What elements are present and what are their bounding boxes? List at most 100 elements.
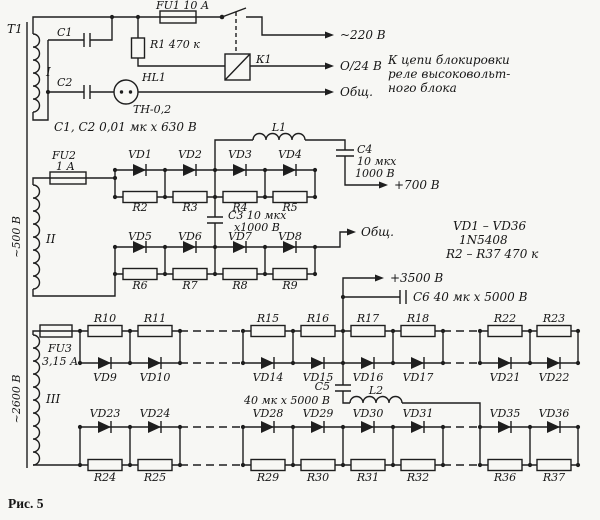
label-vd9: VD9 (93, 371, 117, 384)
inductor-l2-symbol (349, 395, 403, 404)
note-diode-type: 1N5408 (459, 233, 508, 247)
label-r36: R36 (493, 471, 516, 484)
label-hl1: HL1 (141, 71, 166, 84)
label-vd2: VD2 (178, 148, 202, 161)
label-r11: R11 (143, 312, 166, 325)
label-vd15: VD15 (303, 371, 334, 384)
label-r7: R7 (181, 279, 197, 292)
label-r9: R9 (281, 279, 297, 292)
label-out-common-top: Общ. (340, 85, 373, 99)
arrow-220v (325, 31, 334, 39)
label-l2: L2 (368, 384, 383, 397)
label-l1: L1 (271, 121, 286, 134)
label-hl1-type: ТН-0,2 (133, 103, 171, 116)
label-r17: R17 (356, 312, 379, 325)
capacitor-c5-symbol (335, 384, 351, 392)
label-r2: R2 (131, 201, 147, 214)
arrow-common-mid (347, 228, 356, 236)
label-vd21: VD21 (490, 371, 521, 384)
mid-resistor-rows (122, 190, 308, 281)
label-c5-value: 40 мк х 5000 В (243, 394, 330, 407)
label-r5: R5 (281, 201, 297, 214)
mid-diode-row-2 (133, 241, 297, 253)
label-fu2: FU2 (51, 149, 76, 162)
label-winding-iii: III (45, 392, 60, 406)
note-blocking-2: реле высоковольт- (388, 67, 510, 81)
label-c5: С5 (315, 380, 330, 393)
label-r6: R6 (131, 279, 147, 292)
label-vd6: VD6 (178, 230, 202, 243)
label-2600v: ~2600 В (10, 375, 23, 424)
fuse-fu3-symbol (39, 324, 73, 338)
arrow-700v (379, 181, 388, 189)
label-c4-value: 10 мкх (357, 155, 397, 168)
label-r22: R22 (493, 312, 516, 325)
note-c1c2: С1, С2 0,01 мк х 630 В (54, 120, 197, 134)
label-fu1: FU1 10 А (155, 0, 209, 12)
figure-caption: Рис. 5 (8, 496, 44, 511)
label-r16: R16 (306, 312, 329, 325)
capacitor-c2-symbol (83, 85, 91, 99)
label-vd14: VD14 (253, 371, 284, 384)
label-r1: R1 470 к (149, 38, 200, 51)
label-r37: R37 (542, 471, 565, 484)
hv-diode-row-2 (98, 421, 561, 433)
label-fu3: FU3 (47, 342, 72, 355)
label-vd7: VD7 (228, 230, 252, 243)
label-vd16: VD16 (353, 371, 384, 384)
label-winding-ii: II (45, 232, 56, 246)
label-vd30: VD30 (353, 407, 384, 420)
label-r8: R8 (231, 279, 247, 292)
label-r10: R10 (93, 312, 116, 325)
label-r15: R15 (256, 312, 279, 325)
junction-dots (45, 14, 581, 468)
relay-k1-symbol (224, 53, 251, 81)
label-vd4: VD4 (278, 148, 302, 161)
note-diodes: VD1 – VD36 (453, 219, 526, 233)
arrow-common-top (325, 88, 334, 96)
label-500v: ~500 В (10, 216, 23, 258)
label-c1: С1 (57, 26, 72, 39)
inductor-l1-symbol (252, 132, 306, 141)
transformer-t1 (26, 22, 41, 468)
label-c4-voltage: 1000 В (355, 167, 395, 180)
hv-resistor-rows (87, 324, 572, 472)
arrow-3500v (375, 274, 384, 282)
label-vd1: VD1 (128, 148, 152, 161)
label-vd3: VD3 (228, 148, 252, 161)
arrow-24v (325, 62, 334, 70)
mid-section (32, 132, 388, 297)
label-t1: Т1 (7, 22, 23, 36)
winding-iii-coil (32, 334, 41, 466)
label-vd36: VD36 (539, 407, 570, 420)
label-k1: К1 (255, 53, 272, 66)
label-c4: С4 (357, 143, 372, 156)
label-vd29: VD29 (303, 407, 334, 420)
resistor-r1-symbol (130, 37, 146, 59)
mains-section (32, 7, 334, 121)
label-vd24: VD24 (140, 407, 171, 420)
label-vd28: VD28 (253, 407, 284, 420)
label-vd35: VD35 (490, 407, 521, 420)
label-r23: R23 (542, 312, 565, 325)
label-out-common-mid: Общ. (361, 225, 394, 239)
label-r4: R4 (231, 201, 247, 214)
hv-section (32, 274, 579, 472)
winding-ii-coil (32, 184, 41, 290)
winding-i-coil (32, 33, 41, 113)
label-vd10: VD10 (140, 371, 171, 384)
label-r30: R30 (306, 471, 329, 484)
capacitor-c1-symbol (83, 33, 91, 47)
label-vd23: VD23 (90, 407, 121, 420)
label-r25: R25 (143, 471, 166, 484)
label-out-700: +700 В (394, 178, 440, 192)
label-vd22: VD22 (539, 371, 570, 384)
label-r24: R24 (93, 471, 116, 484)
label-out-3500: +3500 В (390, 271, 443, 285)
labels: Т1 I II III ~500 В ~2600 В FU1 10 А R1 4… (7, 0, 569, 511)
hv-diode-row-1 (98, 357, 561, 369)
lamp-hl1-symbol (113, 79, 139, 105)
note-blocking-1: К цепи блокировки (387, 53, 510, 67)
